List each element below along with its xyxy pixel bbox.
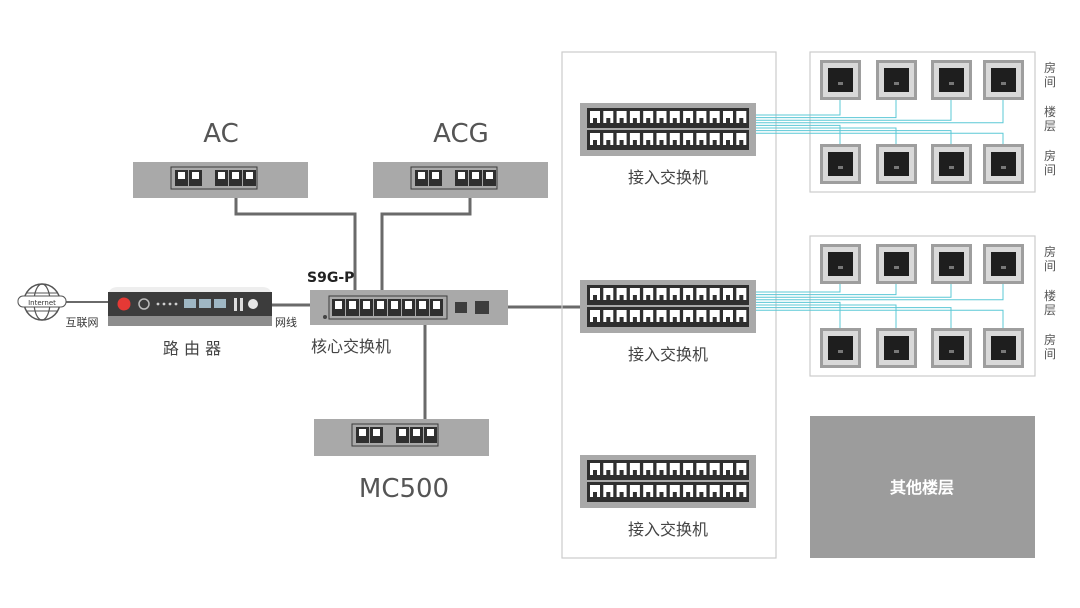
room-socket-icon [876, 244, 917, 284]
room-socket-icon [931, 144, 972, 184]
room-socket-icon [820, 144, 861, 184]
ac-title: AC [203, 119, 238, 149]
core-switch-model: S9G-P [307, 270, 354, 286]
floor-side-label: 楼层 [1044, 288, 1056, 317]
core-switch-ports [328, 295, 448, 320]
room-socket-icon [931, 244, 972, 284]
room-socket-icon [820, 328, 861, 368]
room-socket-icon [876, 328, 917, 368]
router-reset-icon [138, 298, 150, 310]
mc500-title: MC500 [359, 474, 449, 504]
core-switch-caption: 核心交换机 [311, 337, 391, 356]
room-socket-icon [931, 60, 972, 100]
floor-side-label: 房间 [1044, 148, 1056, 177]
mc500-ports [351, 423, 439, 447]
acg-ports [410, 166, 498, 190]
room-socket-icon [820, 60, 861, 100]
floor-side-label: 房间 [1044, 60, 1056, 89]
other-floors-label: 其他楼层 [890, 478, 954, 497]
internet-caption: 互联网 [66, 316, 99, 329]
room-socket-icon [820, 244, 861, 284]
room-socket-icon [983, 60, 1024, 100]
router-device [108, 287, 272, 326]
access-switch-caption: 接入交换机 [628, 345, 708, 364]
room-socket-icon [983, 244, 1024, 284]
access-switch: 接入交换机 [580, 455, 756, 539]
cable-label: 网线 [275, 315, 297, 329]
network-links [60, 198, 582, 430]
internet-cloud-text: Internet [28, 299, 56, 307]
access-switch: 接入交换机 [580, 103, 756, 187]
ac-device: AC [133, 119, 308, 198]
access-switch-caption: 接入交换机 [628, 520, 708, 539]
room-socket-icon [983, 328, 1024, 368]
ac-ports [170, 166, 258, 190]
acg-title: ACG [433, 119, 489, 149]
room-socket-icon [983, 144, 1024, 184]
room-socket-icon [876, 60, 917, 100]
core-switch-device [310, 290, 508, 325]
acg-device: ACG [373, 119, 548, 198]
router-caption: 路 由 器 [163, 339, 221, 358]
other-floors-box [810, 416, 1035, 558]
room-socket-icon [876, 144, 917, 184]
floor-side-label: 房间 [1044, 244, 1056, 273]
router-power-button-icon [117, 297, 131, 311]
room-socket-icon [931, 328, 972, 368]
mc500-device: MC500 [314, 419, 489, 504]
internet-globe-icon: Internet [17, 283, 67, 321]
floor-side-label: 楼层 [1044, 104, 1056, 133]
access-switch: 接入交换机 [580, 280, 756, 364]
access-switch-caption: 接入交换机 [628, 168, 708, 187]
floor-side-label: 房间 [1044, 332, 1056, 361]
